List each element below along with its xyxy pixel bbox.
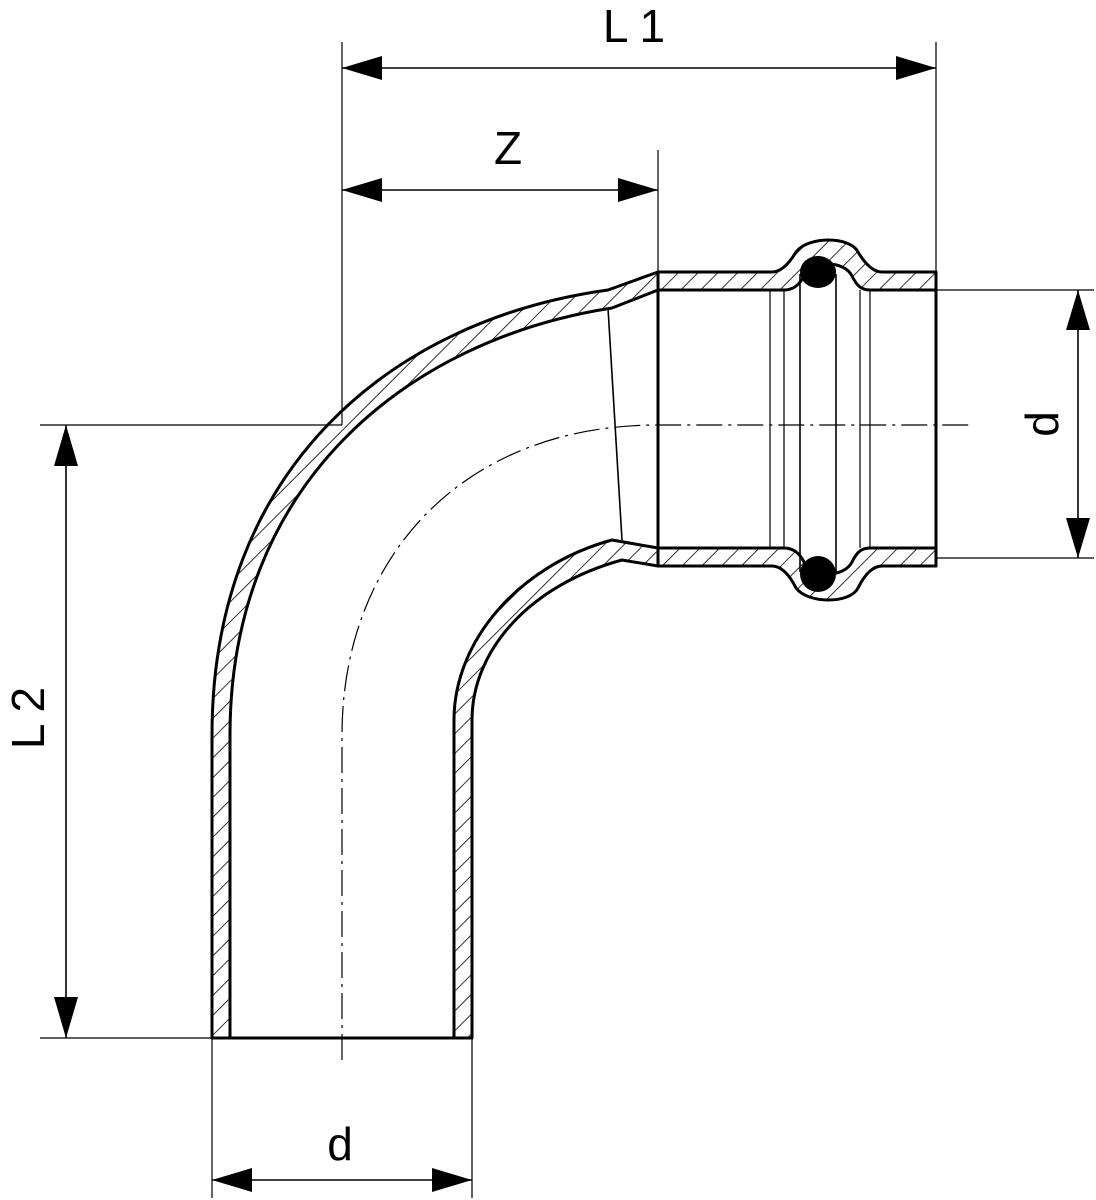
cone-line — [607, 307, 623, 541]
dimension-d-right — [1066, 290, 1090, 558]
label-l1: L 1 — [603, 0, 665, 52]
dimension-z — [342, 178, 658, 202]
socket-top-wall — [656, 238, 938, 292]
label-d-right: d — [1016, 411, 1068, 437]
socket-inner-lines — [769, 274, 871, 572]
dimension-l1 — [342, 56, 936, 80]
o-ring-top — [800, 256, 836, 288]
label-z: Z — [494, 122, 522, 174]
center-lines — [341, 424, 970, 1060]
dimension-l2 — [54, 425, 78, 1038]
label-l2: L 2 — [2, 687, 54, 749]
dimension-d-bottom — [212, 1168, 472, 1192]
socket-bottom-wall — [656, 546, 938, 602]
extension-lines — [40, 42, 1094, 1198]
o-ring-bottom — [800, 556, 836, 592]
elbow-wall-inner — [452, 538, 660, 1040]
label-d-bottom: d — [327, 1118, 353, 1170]
elbow-wall-outer — [210, 270, 660, 1040]
